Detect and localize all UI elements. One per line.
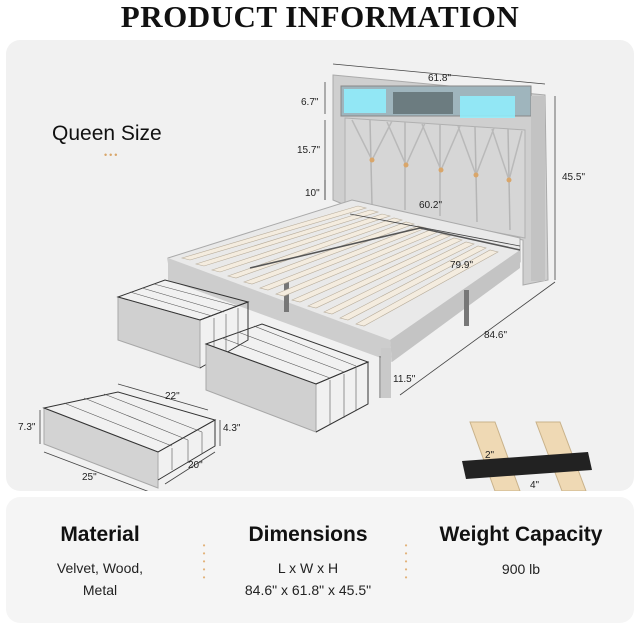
dim-total-length: 84.6" [484, 330, 508, 341]
dimensions-title: Dimensions [248, 523, 368, 546]
dim-led-shelf-height: 6.7" [301, 97, 319, 108]
divider-dots-icon: ••••• [404, 541, 408, 582]
weight-info: Weight Capacity 900 lb [426, 523, 616, 580]
dimensions-info: Dimensions L x W x H 84.6" x 61.8" x 45.… [228, 523, 388, 601]
decorative-dots-icon: ••• [104, 150, 120, 160]
dim-slat-thickness: 2" [485, 450, 495, 461]
weight-line-1: 900 lb [501, 561, 541, 577]
dim-basket-width: 20" [188, 460, 203, 471]
weight-title: Weight Capacity [439, 523, 603, 546]
dimensions-line-2: 84.6" x 61.8" x 45.5" [244, 582, 372, 598]
page-title: PRODUCT INFORMATION [120, 0, 520, 34]
slats [180, 205, 521, 327]
dim-drawer-width: 25" [82, 472, 97, 483]
drawer-left [116, 279, 250, 369]
dim-inner-width: 60.2" [419, 200, 443, 211]
drawer-detail [42, 391, 217, 489]
dimensions-line-1: L x W x H [277, 560, 339, 576]
dim-headboard-width: 61.8" [428, 73, 452, 84]
dim-clearance: 10" [305, 188, 320, 199]
drawer-right [204, 323, 370, 433]
dim-total-height: 45.5" [562, 172, 586, 183]
material-info: Material Velvet, Wood, Metal [40, 523, 160, 601]
dim-slat-width: 4" [530, 480, 540, 491]
material-line-1: Velvet, Wood, [56, 560, 144, 576]
bed-illustration [39, 63, 592, 491]
size-label: Queen Size [52, 122, 162, 145]
material-line-2: Metal [82, 582, 118, 598]
slat-closeup [462, 421, 592, 491]
dim-basket-height: 4.3" [223, 423, 241, 434]
dimension-lines [39, 63, 556, 491]
specs-panel [6, 497, 634, 623]
divider-dots-icon: ••••• [202, 541, 206, 582]
dim-panel-height: 15.7" [297, 145, 321, 156]
dim-leg-height: 11.5" [393, 374, 416, 385]
dim-inner-length: 79.9" [450, 260, 474, 271]
dim-drawer-height: 7.3" [18, 422, 36, 433]
dim-drawer-depth: 22" [165, 391, 180, 402]
material-title: Material [60, 523, 140, 546]
